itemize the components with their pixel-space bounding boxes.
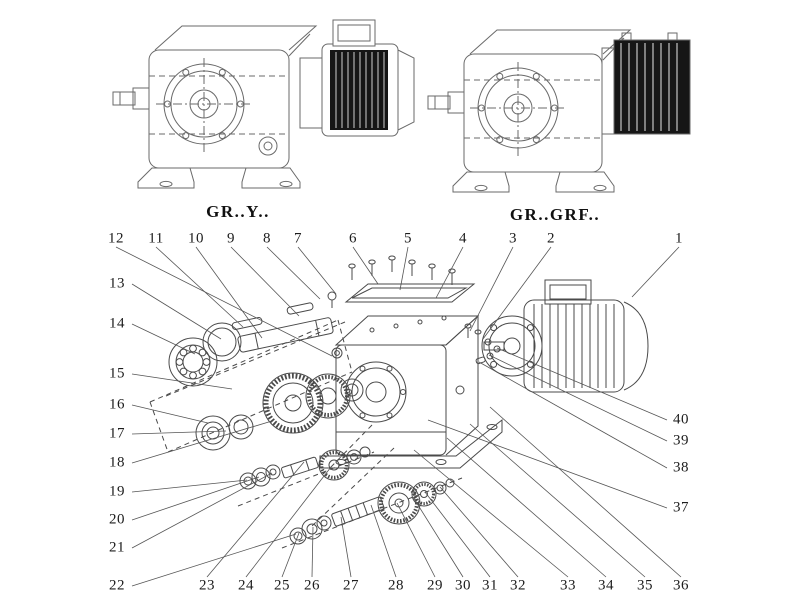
callout-24: 24: [238, 577, 254, 594]
variant-label-gr-grf: GR..GRF..: [509, 205, 601, 224]
callout-33: 33: [560, 577, 576, 594]
motor-mounting-fasteners: [464, 323, 501, 365]
assembled-gearmotor-gr-grf: [427, 29, 691, 193]
leader-lines: [115, 246, 682, 587]
motor-exploded: [481, 279, 649, 393]
callout-23: 23: [199, 577, 215, 594]
cover-screws: [348, 255, 456, 285]
output-shaft-assembly: [168, 302, 343, 387]
callout-32: 32: [510, 577, 526, 594]
housing-cover-and-screws: [327, 255, 476, 308]
variant-label-gr-y: GR..Y..: [206, 202, 270, 221]
callout-11: 11: [148, 230, 164, 247]
callout-10: 10: [188, 230, 204, 247]
gear-housing: [319, 314, 503, 469]
callout-19: 19: [109, 483, 125, 500]
callout-35: 35: [637, 577, 653, 594]
callout-22: 22: [109, 577, 125, 594]
exploded-view: [149, 255, 649, 549]
callout-38: 38: [673, 459, 689, 476]
callout-18: 18: [109, 454, 125, 471]
callout-21: 21: [109, 539, 125, 556]
callout-28: 28: [388, 577, 404, 594]
callout-6: 6: [349, 230, 357, 247]
callout-31: 31: [482, 577, 498, 594]
callout-16: 16: [109, 396, 125, 413]
callout-37: 37: [673, 499, 689, 516]
callout-5: 5: [404, 230, 412, 247]
callout-17: 17: [109, 425, 125, 442]
callout-34: 34: [598, 577, 614, 594]
callout-25: 25: [274, 577, 290, 594]
callout-29: 29: [427, 577, 443, 594]
callout-1: 1: [675, 230, 683, 247]
callout-14: 14: [109, 315, 125, 332]
callout-8: 8: [263, 230, 271, 247]
callout-12: 12: [108, 230, 124, 247]
callout-27: 27: [343, 577, 359, 594]
callout-40: 40: [673, 411, 689, 428]
callout-4: 4: [459, 230, 467, 247]
callout-30: 30: [455, 577, 471, 594]
callout-9: 9: [227, 230, 235, 247]
callout-2: 2: [547, 230, 555, 247]
callout-26: 26: [304, 577, 320, 594]
callout-15: 15: [109, 365, 125, 382]
callout-36: 36: [673, 577, 689, 594]
callout-20: 20: [109, 511, 125, 528]
callout-7: 7: [294, 230, 302, 247]
callout-13: 13: [109, 275, 125, 292]
grf-fin-cover: [601, 32, 691, 135]
motor-gr-y: [299, 19, 415, 137]
callout-39: 39: [673, 432, 689, 449]
assembled-gearmotor-gr-y: [112, 19, 415, 189]
gear-cluster-upper: [195, 372, 364, 451]
callout-3: 3: [509, 230, 517, 247]
